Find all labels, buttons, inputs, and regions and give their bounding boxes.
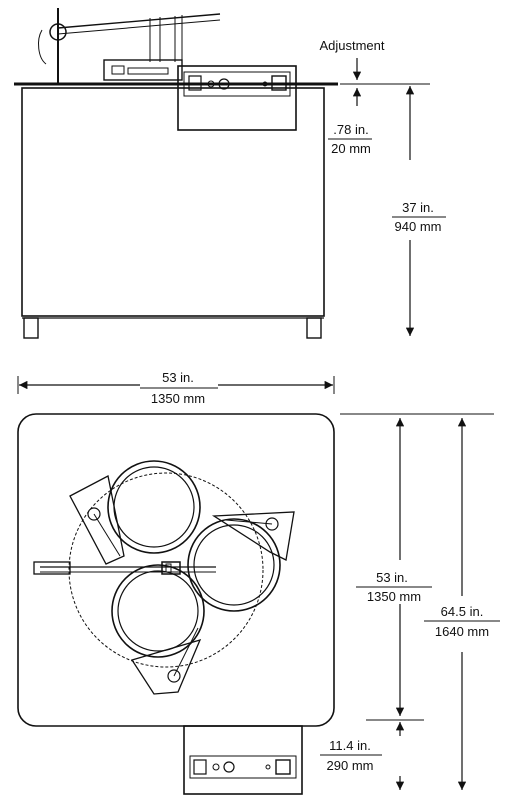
right-leg <box>306 317 322 339</box>
gap-mm-label: 20 mm <box>331 141 371 156</box>
panel-depth-in-label: 11.4 in. <box>329 738 371 753</box>
gap-in-label: .78 in. <box>333 122 368 137</box>
total-depth-mm-label: 1640 mm <box>435 624 489 639</box>
width-mm-label: 1350 mm <box>151 391 205 406</box>
top-view: 53 in. 1350 mm <box>17 370 500 795</box>
table-top-outline <box>17 413 335 727</box>
front-control-panel <box>183 725 303 795</box>
side-view: Adjustment .78 in. 20 mm 37 in. 940 mm <box>14 8 446 339</box>
ring-right <box>187 518 281 612</box>
ring-upper-left <box>107 460 201 554</box>
conditioner-arm-right <box>211 511 295 561</box>
conditioner-arm-left <box>69 475 125 565</box>
height-in-label: 37 in. <box>402 200 434 215</box>
ring-lower <box>111 564 205 658</box>
left-leg <box>23 317 39 339</box>
total-depth-in-label: 64.5 in. <box>441 604 484 619</box>
cabinet-body <box>21 87 325 317</box>
conditioner-arm-bottom <box>130 627 202 695</box>
height-mm-label: 940 mm <box>395 219 442 234</box>
top-mechanism <box>38 8 221 84</box>
depth-in-label: 53 in. <box>376 570 408 585</box>
central-spindle <box>33 561 216 575</box>
panel-depth-mm-label: 290 mm <box>327 758 374 773</box>
turntable-outline <box>68 472 264 668</box>
width-in-label: 53 in. <box>162 370 194 385</box>
side-control-box <box>177 65 297 131</box>
depth-mm-label: 1350 mm <box>367 589 421 604</box>
adjustment-label: Adjustment <box>319 38 384 53</box>
